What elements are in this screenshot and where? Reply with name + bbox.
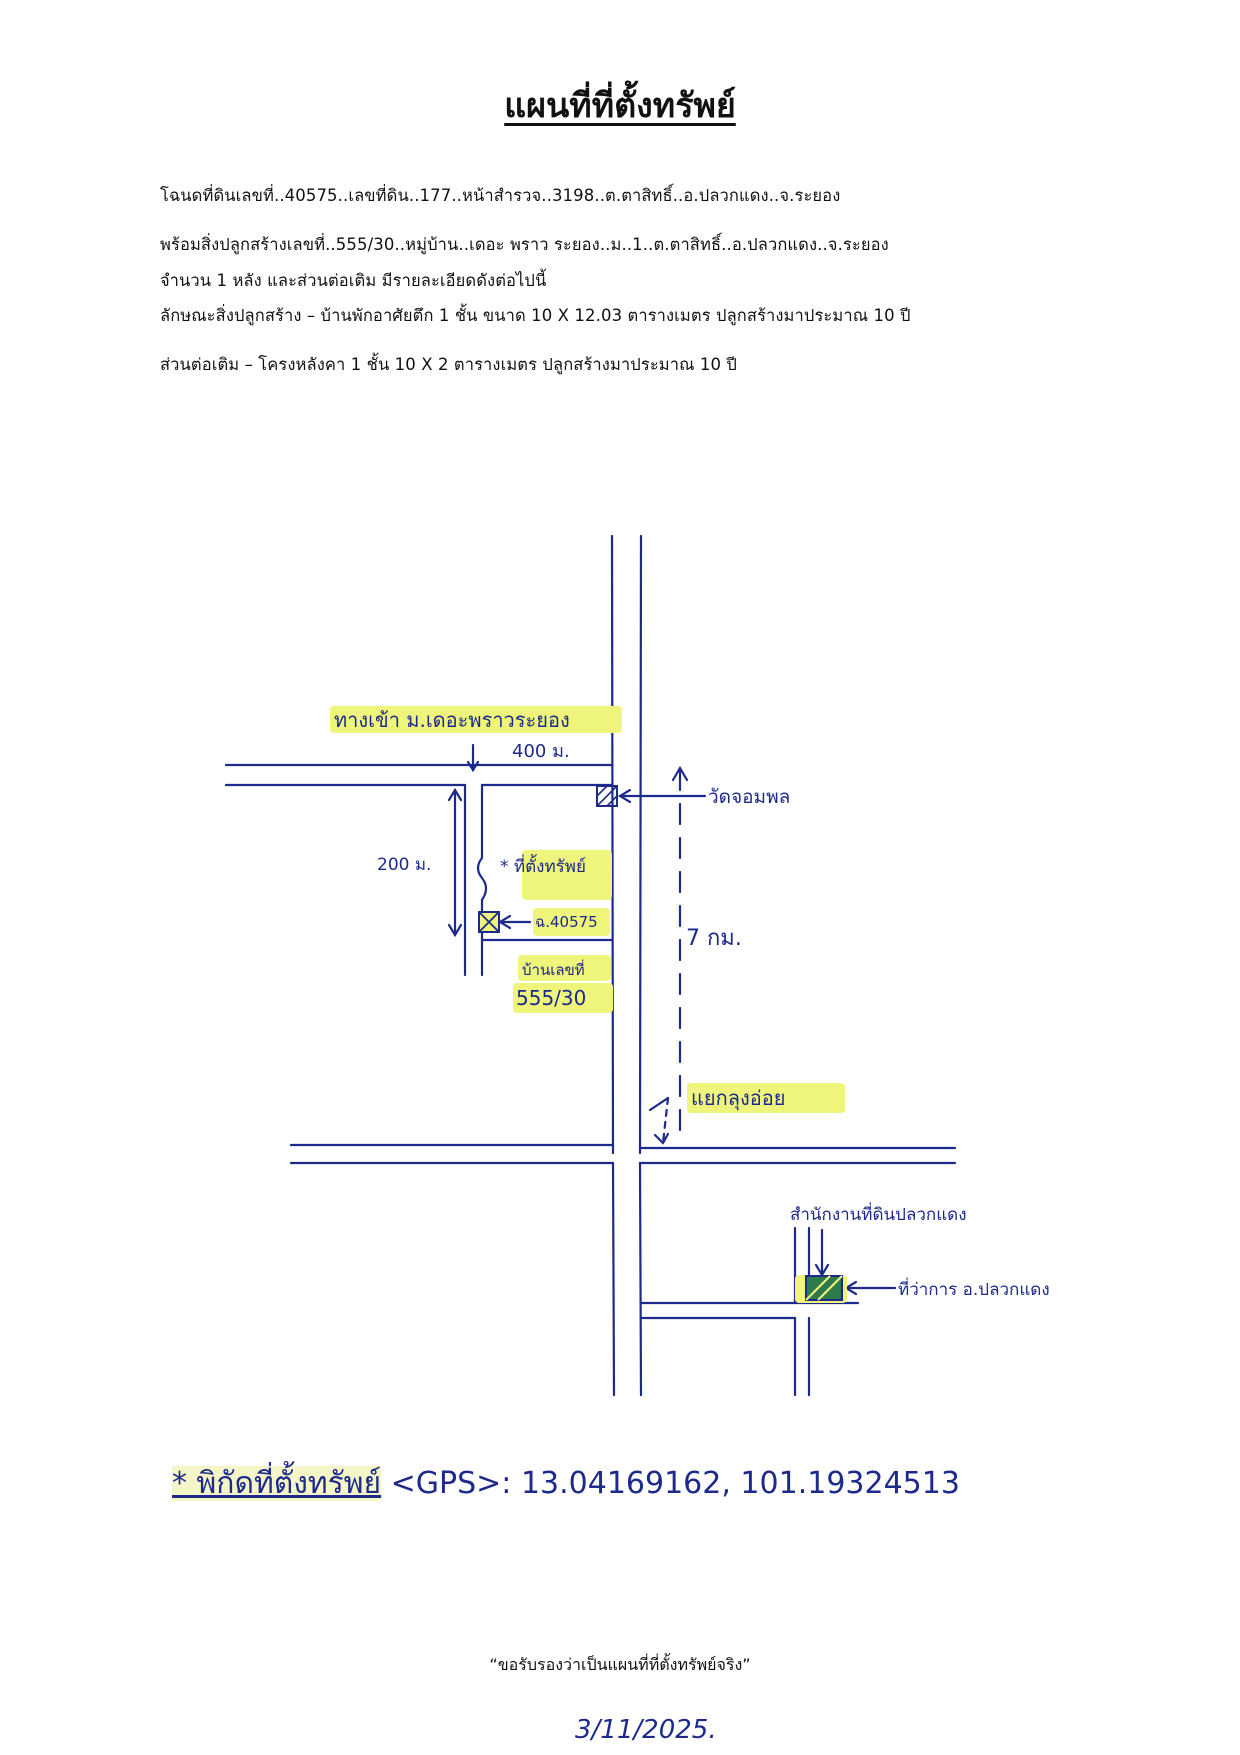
distance-400-label: 400 ม. — [512, 741, 570, 762]
lower-road-left-edge — [611, 1161, 616, 1397]
signature-date: 3/11/2025. — [575, 1715, 717, 1745]
count-line: จำนวน 1 หลัง และส่วนต่อเติม มีรายละเอียด… — [160, 271, 547, 290]
extension-description-line: ส่วนต่อเติม – โครงหลังคา 1 ชั้น 10 X 2 ต… — [160, 355, 737, 374]
gps-label: * พิกัดที่ตั้งทรัพย์ — [172, 1466, 382, 1501]
building-info-line: พร้อมสิ่งปลูกสร้างเลขที่..555/30..หมู่บ้… — [160, 235, 889, 254]
temple-label: วัดจอมพล — [708, 786, 790, 808]
house-number-label: 555/30 — [516, 986, 586, 1010]
house-number-caption: บ้านเลขที่ — [522, 959, 585, 979]
district-office-label: ที่ว่าการ อ.ปลวกแดง — [898, 1277, 1050, 1300]
deed-info-line: โฉนดที่ดินเลขที่..40575..เลขที่ดิน..177.… — [160, 186, 841, 205]
temple-marker — [596, 785, 618, 807]
deed-number-label: ฉ.40575 — [535, 913, 598, 931]
page-title: แผนที่ที่ตั้งทรัพย์ — [504, 86, 736, 126]
lower-road-right-edge — [638, 1161, 643, 1397]
building-description-line: ลักษณะสิ่งปลูกสร้าง – บ้านพักอาศัยตึก 1 … — [160, 306, 911, 325]
distance-200-label: 200 ม. — [377, 855, 431, 875]
gps-value: <GPS>: 13.04169162, 101.19324513 — [390, 1466, 960, 1501]
certification-statement: “ขอรับรองว่าเป็นแผนที่ที่ตั้งทรัพย์จริง” — [489, 1655, 751, 1674]
main-road-right-edge — [638, 534, 643, 1155]
entrance-label: ทางเข้า ม.เดอะพราวระยอง — [334, 708, 570, 732]
main-road-left-edge — [610, 534, 615, 1155]
junction-label: แยกลุงอ่อย — [691, 1086, 785, 1111]
property-marker — [478, 911, 500, 933]
district-office-marker — [805, 1275, 843, 1301]
land-office-label: สำนักงานที่ดินปลวกแดง — [790, 1202, 967, 1225]
property-label: * ที่ตั้งทรัพย์ — [500, 854, 586, 877]
gps-coordinates: * พิกัดที่ตั้งทรัพย์ <GPS>: 13.04169162,… — [172, 1460, 960, 1507]
distance-7km-label: 7 กม. — [686, 926, 742, 951]
